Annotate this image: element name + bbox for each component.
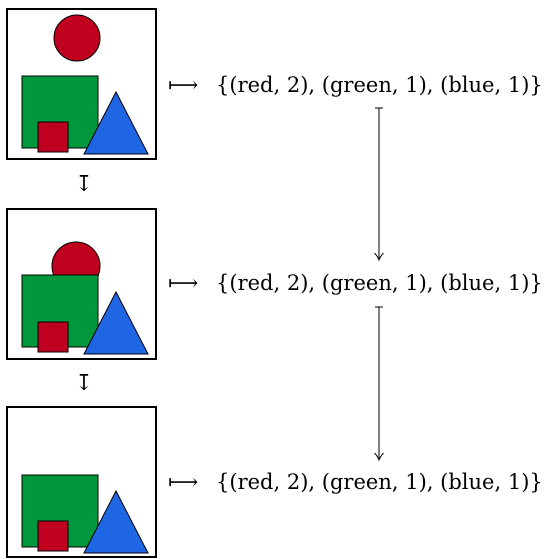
maps-to-arrow: ⟼ [168, 271, 198, 295]
red-circle [53, 14, 101, 62]
small-red-square [37, 121, 69, 153]
blue-triangle [83, 290, 149, 355]
left-down-arrow-2: ↧ [75, 371, 93, 396]
scene-panel-2 [6, 208, 157, 360]
maps-to-arrow: ⟼ [168, 470, 198, 494]
multiset-text: {(red, 2), (green, 1), (blue, 1)} [216, 271, 543, 295]
blue-triangle [83, 90, 149, 155]
multiset-text: {(red, 2), (green, 1), (blue, 1)} [216, 470, 543, 494]
blue-triangle [83, 489, 149, 554]
maps-to-arrow: ⟼ [168, 73, 198, 97]
right-down-arrow-2 [374, 306, 384, 462]
small-red-square [37, 321, 69, 353]
mapping-row-2: ⟼ {(red, 2), (green, 1), (blue, 1)} [168, 271, 543, 295]
left-down-arrow-1: ↧ [75, 172, 93, 197]
mapping-row-3: ⟼ {(red, 2), (green, 1), (blue, 1)} [168, 470, 543, 494]
mapping-row-1: ⟼ {(red, 2), (green, 1), (blue, 1)} [168, 73, 543, 97]
scene-panel-1 [6, 8, 157, 160]
right-down-arrow-1 [374, 107, 384, 262]
small-red-square [37, 520, 69, 552]
scene-panel-3 [6, 406, 157, 558]
multiset-text: {(red, 2), (green, 1), (blue, 1)} [216, 73, 543, 97]
